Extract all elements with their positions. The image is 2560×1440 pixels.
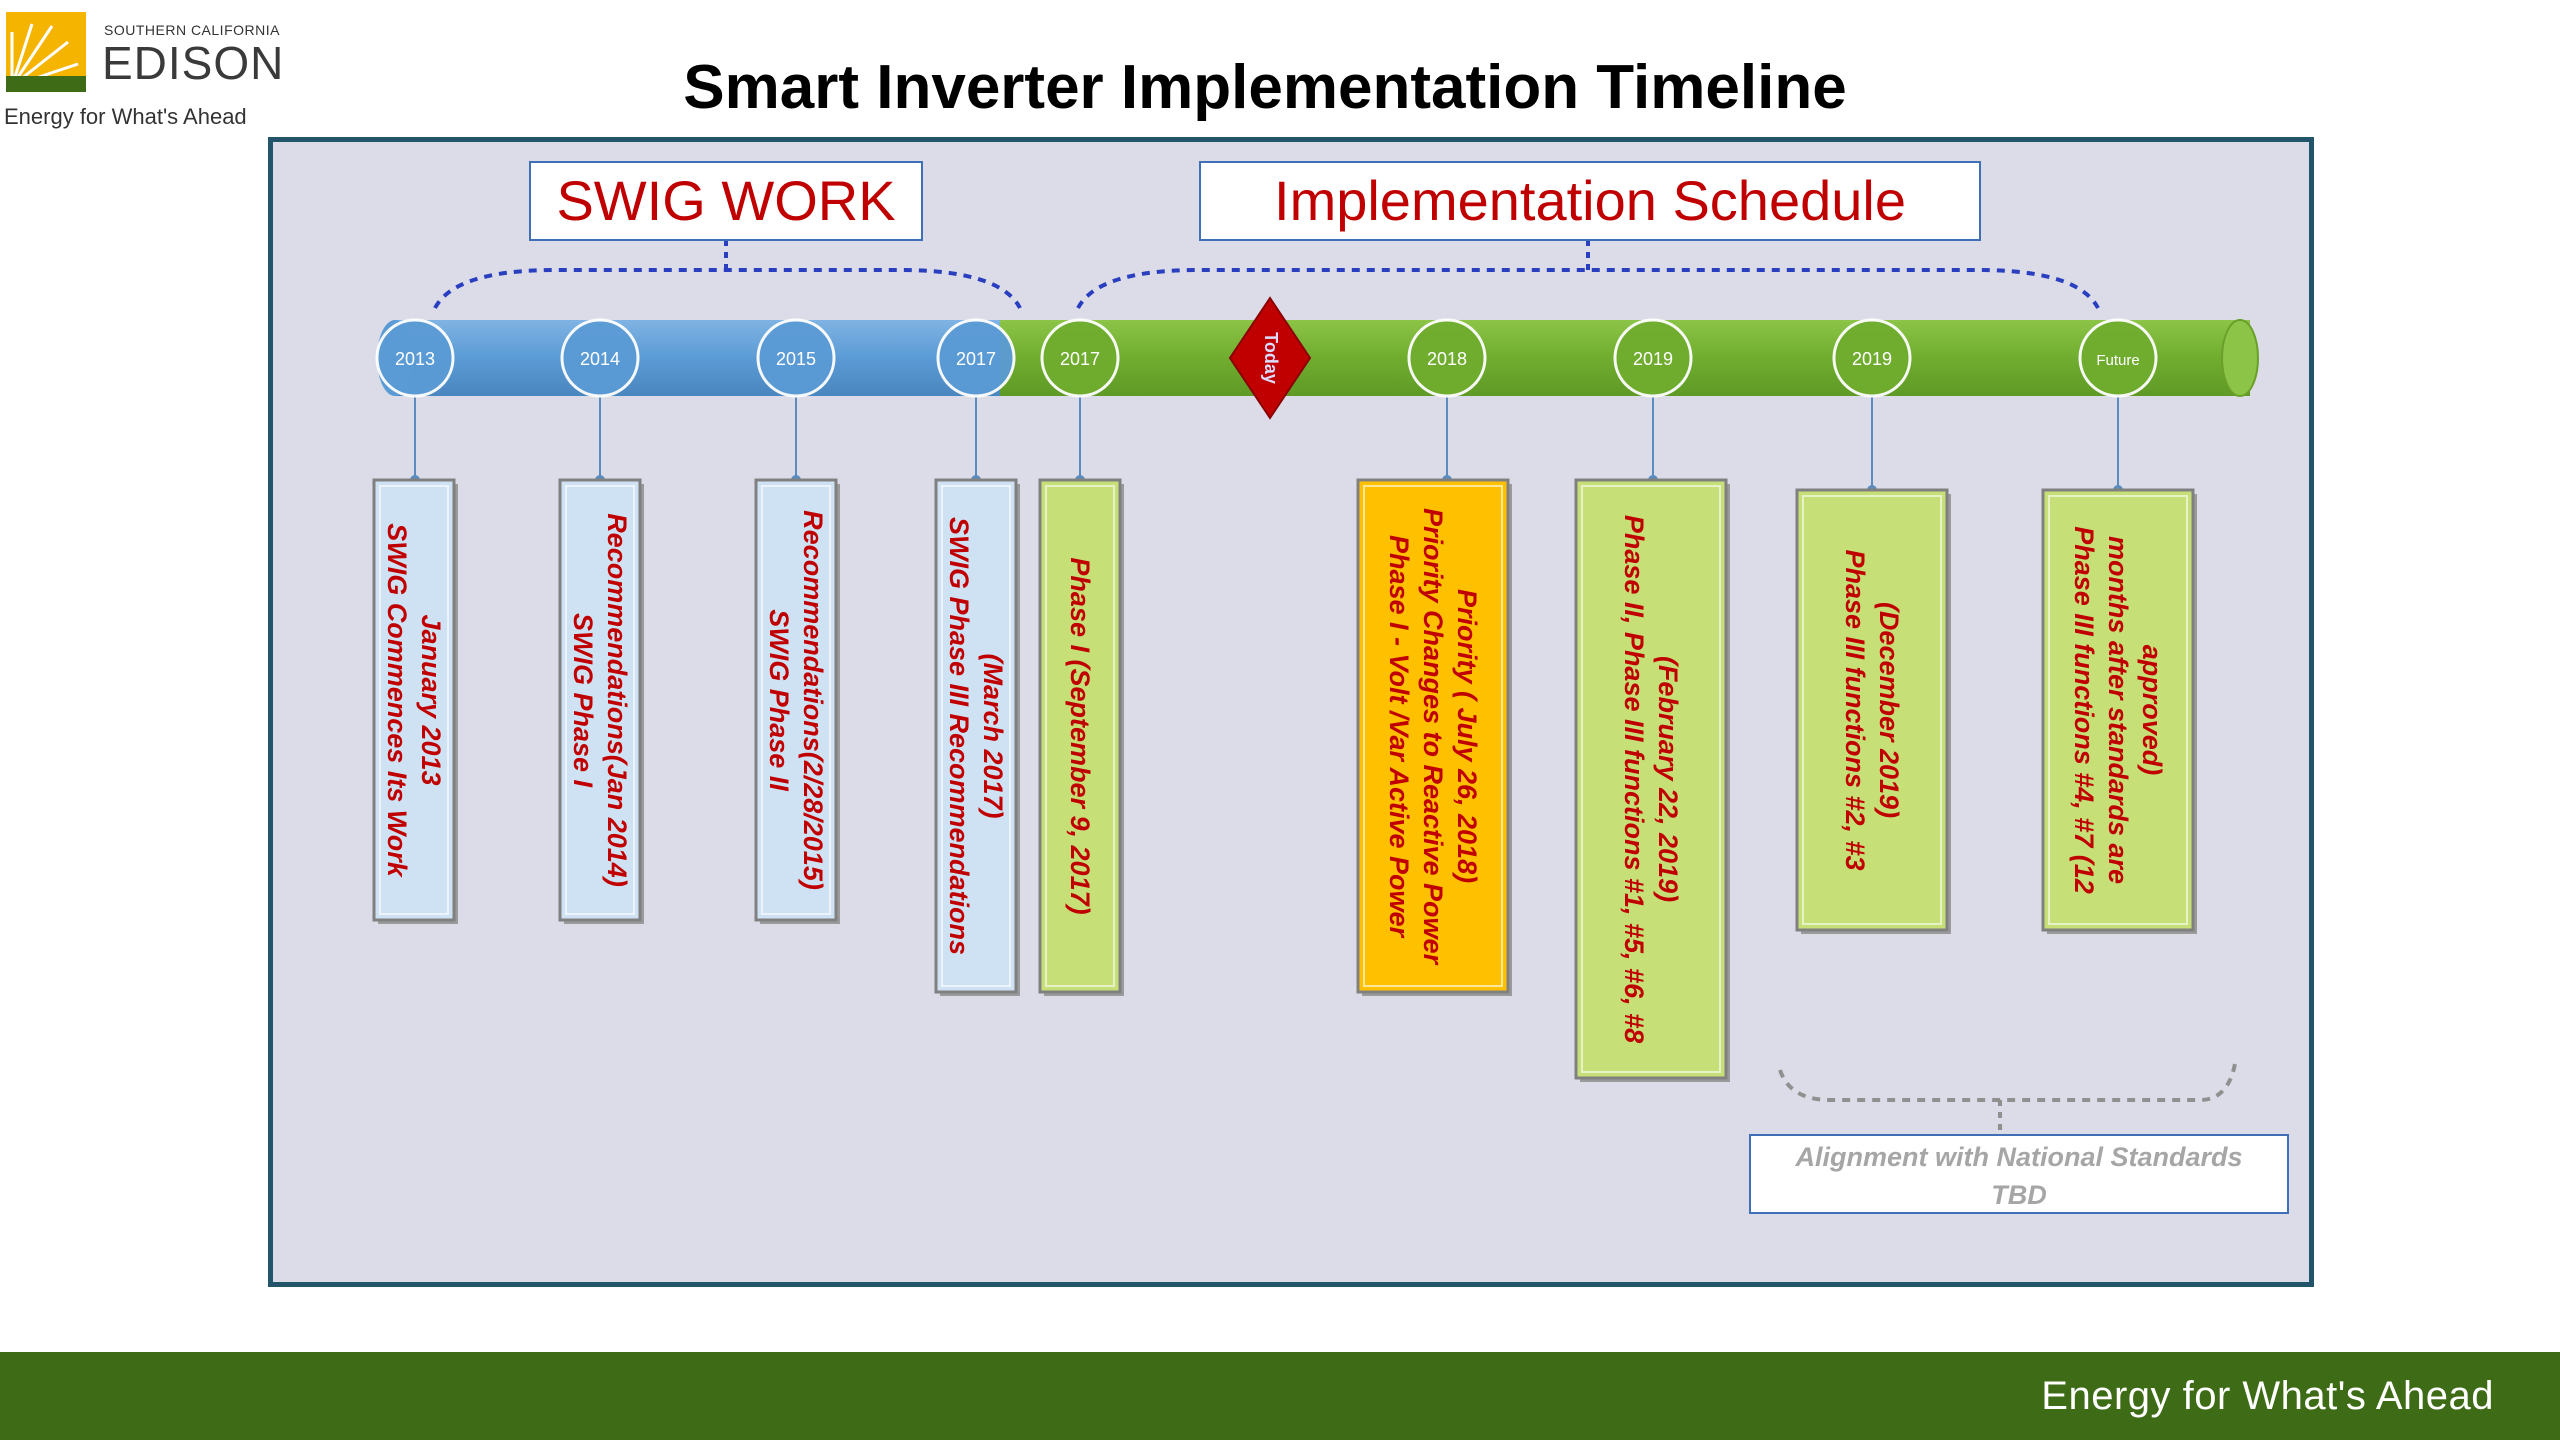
milestone-text: Phase III functions #2, #3 (1840, 549, 1870, 870)
milestone-box-bevel (2048, 495, 2188, 925)
milestone-box (1795, 488, 1949, 932)
milestone-box (2041, 488, 2195, 932)
footer-bar: Energy for What's Ahead (0, 1352, 2560, 1440)
logo-tagline: Energy for What's Ahead (4, 104, 247, 129)
swig-work-header-text: SWIG WORK (556, 169, 895, 232)
milestone-text: approved) (2137, 645, 2167, 776)
year-node-circle (1832, 318, 1912, 398)
page-title: Smart Inverter Implementation Timeline (683, 53, 1847, 122)
year-node-circle (756, 318, 836, 398)
milestone-box-bevel (1802, 495, 1942, 925)
milestone-text: Recommendations(Jan 2014) (602, 513, 632, 887)
swig-timeline-bar (395, 320, 1035, 396)
year-node-label: Future (2096, 352, 2139, 369)
milestone-box (934, 478, 1018, 994)
milestone-box-bevel (761, 485, 831, 915)
milestone-text: Recommendations(2/28/2015) (798, 510, 828, 890)
year-node-circle (1613, 318, 1693, 398)
milestone-text: Phase II, Phase III functions #1, #5, #6… (1619, 515, 1649, 1043)
milestone-box (372, 478, 456, 922)
today-diamond (1228, 296, 1312, 420)
milestone-text: Priority ( July 26, 2018) (1452, 589, 1482, 883)
dashed-brace (1076, 268, 2100, 310)
milestone-text: SWIG Phase II (764, 609, 794, 791)
milestone-text: (February 22, 2019) (1653, 656, 1683, 902)
implementation-schedule-header (1199, 161, 1981, 241)
milestone-text-group: Phase III functions #2, #3(December 2019… (1840, 549, 1904, 870)
year-node-circle (2078, 318, 2158, 398)
year-node-label: 2017 (1060, 349, 1100, 369)
swig-work-header (529, 161, 923, 241)
footer-tagline: Energy for What's Ahead (2041, 1374, 2494, 1418)
year-node-label: 2013 (395, 349, 435, 369)
alignment-box (1749, 1134, 2289, 1214)
alignment-box-text: Alignment with National Standards (1794, 1142, 2242, 1172)
milestone-text-group: SWIG Phase III Recommendations(March 201… (944, 517, 1008, 955)
milestone-text: January 2013 (416, 614, 446, 785)
milestone-text-group: Phase II, Phase III functions #1, #5, #6… (1619, 515, 1683, 1043)
milestone-box (1356, 478, 1510, 994)
logo-small-text: SOUTHERN CALIFORNIA (104, 22, 280, 38)
milestone-box-bevel (1363, 485, 1503, 987)
sun-logo-icon (6, 12, 86, 92)
year-node-circle (1407, 318, 1487, 398)
milestone-box-bevel (565, 485, 635, 915)
milestone-text: (March 2017) (978, 653, 1008, 818)
today-marker: Today (1228, 296, 1312, 420)
today-label: Today (1261, 332, 1281, 384)
bar-end-cap (2221, 319, 2259, 397)
year-node-label: 2019 (1852, 349, 1892, 369)
year-node-circle (560, 318, 640, 398)
alignment-box-text: TBD (1991, 1180, 2047, 1210)
timeline-diagram: 2013 2014 2015 2017 2017 2018 2019 2019 Future To… (372, 161, 2289, 1214)
milestone-box (754, 478, 838, 922)
milestone-box (1574, 478, 1728, 1080)
milestone-box-bevel (379, 485, 449, 915)
milestone-box-bevel (1045, 485, 1115, 987)
year-node-circle (1040, 318, 1120, 398)
year-node-label: 2014 (580, 349, 620, 369)
milestone-text-group: Phase I (September 9, 2017) (1065, 557, 1095, 914)
year-node-circle (375, 318, 455, 398)
edison-logo: SOUTHERN CALIFORNIA EDISON Energy for Wh… (4, 8, 304, 129)
milestone-box (558, 478, 642, 922)
milestone-text: SWIG Phase III Recommendations (944, 517, 974, 955)
milestone-text: months after standards are (2103, 536, 2133, 884)
year-node-circle (936, 318, 1016, 398)
milestone-box (1038, 478, 1122, 994)
milestone-box-bevel (941, 485, 1011, 987)
implementation-schedule-header-text: Implementation Schedule (1274, 169, 1906, 232)
milestone-text: (December 2019) (1874, 602, 1904, 818)
year-node-label: 2019 (1633, 349, 1673, 369)
year-node-label: 2015 (776, 349, 816, 369)
milestone-text: Priority Changes to Reactive Power (1418, 508, 1448, 966)
milestone-text: SWIG Phase I (568, 613, 598, 788)
milestone-text: Phase III functions #4, #7 (12 (2069, 526, 2099, 894)
logo-name: EDISON (102, 37, 285, 89)
year-node-label: 2018 (1427, 349, 1467, 369)
milestone-text: Phase I - Volt /Var Active Power (1384, 535, 1414, 939)
alignment-brace (1778, 1057, 2238, 1102)
year-node-label: 2017 (956, 349, 996, 369)
milestone-text: SWIG Commences Its Work (382, 523, 412, 879)
milestone-box-bevel (1581, 485, 1721, 1073)
milestone-text: Phase I (September 9, 2017) (1065, 557, 1095, 914)
dashed-brace (433, 268, 1022, 310)
